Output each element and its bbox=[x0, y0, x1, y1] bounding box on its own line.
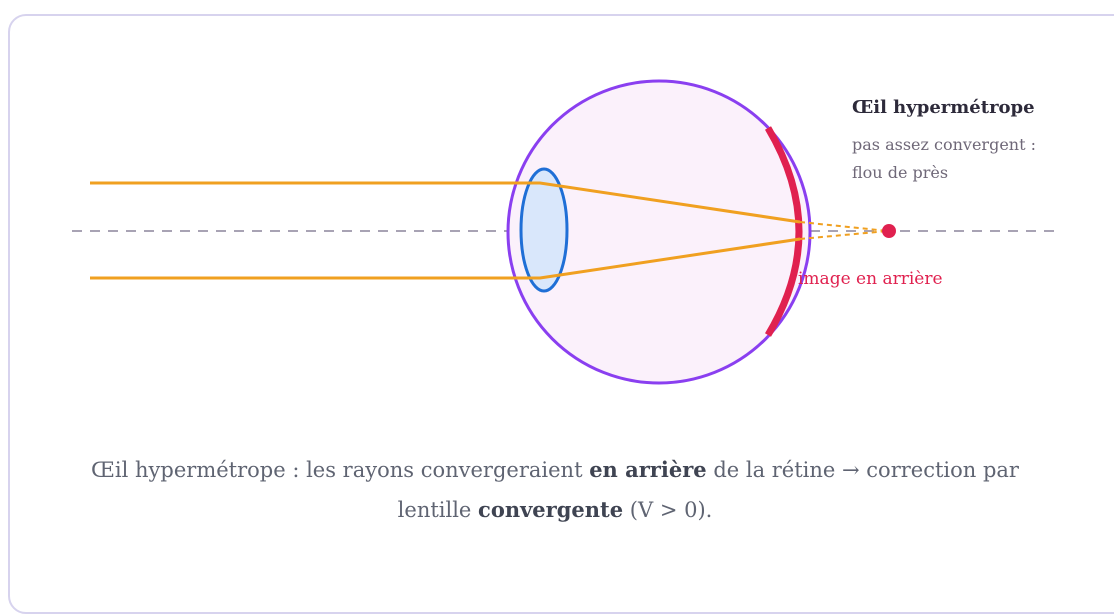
eye-diagram: Œil hypermétrope pas assez convergent : … bbox=[72, 79, 1058, 385]
diagram-title: Œil hypermétrope bbox=[852, 97, 1035, 118]
caption-part4: (V > 0). bbox=[623, 498, 713, 522]
eyeball bbox=[506, 79, 812, 385]
focal-point bbox=[882, 224, 896, 238]
caption-part3: lentille bbox=[397, 498, 479, 522]
ray-bottom-extension bbox=[799, 230, 889, 240]
ray-top-extension bbox=[799, 221, 889, 232]
diagram-subtitle-line1: pas assez convergent : bbox=[852, 135, 1036, 154]
caption-bold1: en arrière bbox=[589, 457, 707, 482]
diagram-subtitle-line2: flou de près bbox=[852, 163, 948, 182]
ray-top bbox=[90, 181, 801, 224]
crystalline-lens bbox=[519, 167, 569, 293]
caption-bold2: convergente bbox=[478, 497, 624, 522]
figure-caption: Œil hypermétrope : les rayons convergera… bbox=[40, 450, 1070, 530]
caption-part2: de la rétine → correction par bbox=[706, 458, 1019, 482]
image-label: image en arrière bbox=[798, 269, 943, 289]
retina bbox=[764, 126, 803, 337]
ray-bottom bbox=[90, 237, 801, 280]
caption-part1: Œil hypermétrope : les rayons convergera… bbox=[91, 458, 590, 482]
